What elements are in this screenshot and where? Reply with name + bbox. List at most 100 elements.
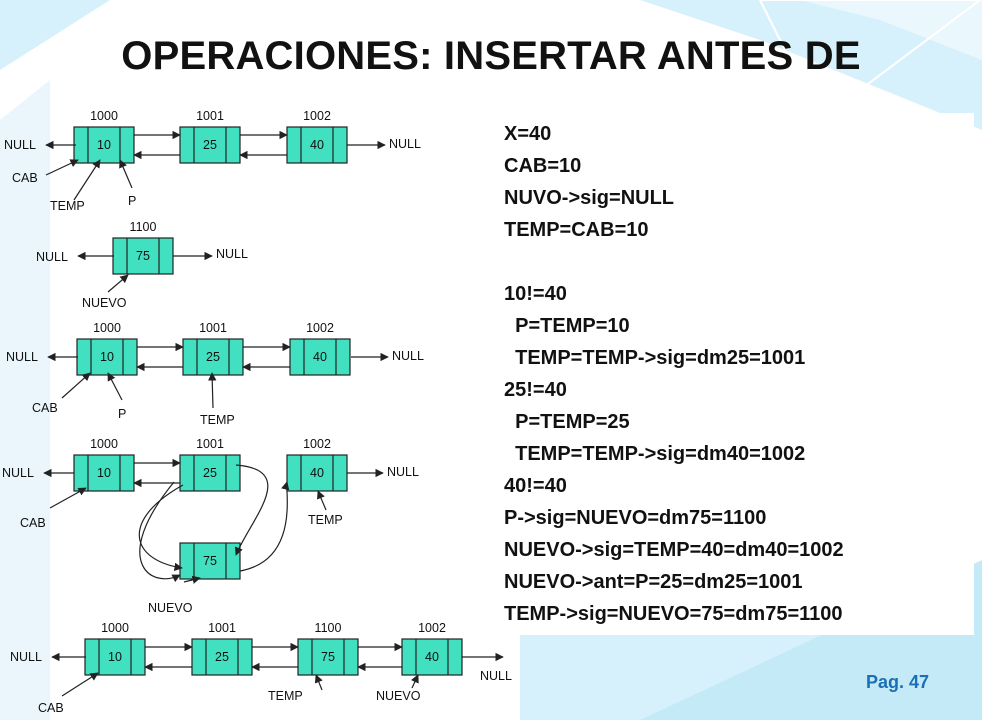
- list-node: [179, 454, 241, 492]
- pointer-arrow: [183, 575, 201, 584]
- pointer-arrow: [119, 159, 133, 189]
- pointer-label: P: [118, 407, 126, 421]
- list-node: [73, 454, 135, 492]
- slide-title: OPERACIONES: INSERTAR ANTES DE: [121, 34, 861, 78]
- list-node: [191, 638, 253, 676]
- code-line: TEMP->sig=NUEVO=75=dm75=1100: [504, 603, 843, 625]
- pointer-label: TEMP: [50, 199, 85, 213]
- code-line: P=TEMP=25: [504, 411, 630, 433]
- node-value: 25: [206, 350, 220, 364]
- list-node: [179, 126, 241, 164]
- node-value: 25: [203, 466, 217, 480]
- pointer-arrow: [317, 490, 327, 511]
- pointer-label: NUEVO: [82, 296, 127, 310]
- node-address: 1000: [93, 321, 121, 335]
- page-number: Pag. 47: [866, 672, 930, 692]
- null-label: NULL: [36, 250, 68, 264]
- node-value: 40: [310, 138, 324, 152]
- list-node: [286, 454, 348, 492]
- pointer-arrow: [314, 674, 323, 691]
- corner-decoration: [0, 0, 110, 70]
- node-value: 25: [215, 650, 229, 664]
- list-node: [112, 237, 174, 275]
- corner-decoration: [640, 0, 982, 130]
- code-line: 40!=40: [504, 475, 567, 497]
- pointer-label: CAB: [32, 401, 58, 415]
- node-value: 40: [425, 650, 439, 664]
- node-value: 40: [313, 350, 327, 364]
- code-line: CAB=10: [504, 155, 582, 177]
- list-node: [182, 338, 244, 376]
- node-value: 40: [310, 466, 324, 480]
- node-address: 1100: [130, 220, 157, 234]
- pointer-arrow: [73, 159, 101, 201]
- node-address: 1000: [90, 437, 118, 451]
- node-address: 1002: [418, 621, 446, 635]
- node-value: 75: [136, 249, 150, 263]
- pointer-arrow: [61, 372, 91, 399]
- node-address: 1000: [90, 109, 118, 123]
- pointer-label: TEMP: [200, 413, 235, 427]
- next-arrow: [234, 464, 269, 556]
- code-line: X=40: [504, 123, 552, 145]
- code-line: P=TEMP=10: [504, 315, 630, 337]
- pointer-label: NUEVO: [148, 601, 193, 615]
- node-value: 10: [97, 466, 111, 480]
- side-decoration: [0, 80, 50, 720]
- list-node: [73, 126, 135, 164]
- node-value: 25: [203, 138, 217, 152]
- pointer-label: CAB: [12, 171, 38, 185]
- node-value: 75: [203, 554, 217, 568]
- pointer-label: NUEVO: [376, 689, 421, 703]
- null-label: NULL: [2, 466, 34, 480]
- code-line: NUVO->sig=NULL: [504, 187, 675, 209]
- node-address: 1001: [196, 109, 224, 123]
- list-node: [289, 338, 351, 376]
- pointer-arrow: [208, 372, 217, 409]
- prev-arrow: [138, 484, 184, 571]
- list-node: [179, 542, 241, 580]
- node-address: 1002: [303, 437, 331, 451]
- null-label: NULL: [480, 669, 512, 683]
- node-address: 1100: [315, 621, 342, 635]
- node-value: 10: [97, 138, 111, 152]
- node-address: 1001: [196, 437, 224, 451]
- null-label: NULL: [6, 350, 38, 364]
- list-node: [286, 126, 348, 164]
- pointer-arrow: [61, 672, 99, 697]
- pointer-arrow: [107, 372, 123, 401]
- pointer-label: TEMP: [268, 689, 303, 703]
- pointer-arrow: [49, 487, 87, 509]
- pointer-label: CAB: [20, 516, 46, 530]
- list-node: [297, 638, 359, 676]
- node-address: 1000: [101, 621, 129, 635]
- null-label: NULL: [10, 650, 42, 664]
- next-arrow: [239, 481, 290, 572]
- code-line: TEMP=TEMP->sig=dm40=1002: [504, 443, 806, 465]
- pointer-arrow: [107, 274, 129, 293]
- null-label: NULL: [387, 465, 419, 479]
- node-address: 1001: [199, 321, 227, 335]
- code-line: TEMP=CAB=10: [504, 219, 649, 241]
- code-line: NUEVO->ant=P=25=dm25=1001: [504, 571, 803, 593]
- node-value: 10: [108, 650, 122, 664]
- null-label: NULL: [216, 247, 248, 261]
- pointer-label: TEMP: [308, 513, 343, 527]
- prev-arrow: [139, 481, 181, 583]
- list-node: [76, 338, 138, 376]
- null-label: NULL: [4, 138, 36, 152]
- pointer-arrow: [45, 159, 79, 176]
- node-value: 10: [100, 350, 114, 364]
- node-address: 1002: [303, 109, 331, 123]
- null-label: NULL: [392, 349, 424, 363]
- pointer-label: P: [128, 194, 136, 208]
- node-address: 1002: [306, 321, 334, 335]
- code-line: P->sig=NUEVO=dm75=1100: [504, 507, 767, 529]
- node-value: 75: [321, 650, 335, 664]
- code-line: NUEVO->sig=TEMP=40=dm40=1002: [504, 539, 844, 561]
- pointer-arrow: [411, 674, 419, 689]
- pointer-label: CAB: [38, 701, 64, 715]
- node-address: 1001: [208, 621, 236, 635]
